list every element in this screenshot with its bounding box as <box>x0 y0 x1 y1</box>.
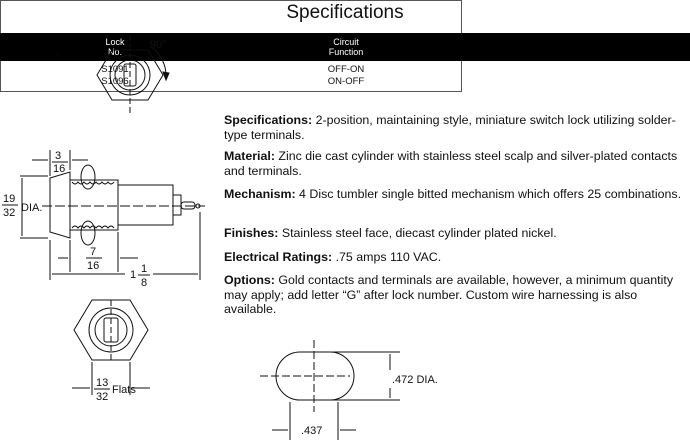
thread-numerator: 7 <box>90 246 96 258</box>
material-paragraph: Material: Zinc die cast cylinder with st… <box>224 149 684 178</box>
cam-width-label: .437 <box>301 425 322 437</box>
spec-paragraph: Specifications: 2-position, maintaining … <box>224 113 684 142</box>
face-numerator: 3 <box>55 150 61 162</box>
side-dimension-labels: 3 16 19 32 DIA. 7 16 1 1 8 <box>2 150 150 289</box>
header-text: Function <box>328 47 364 57</box>
electrical-paragraph: Electrical Ratings: .75 amps 110 VAC. <box>224 250 684 265</box>
lock-number: S1091 <box>101 64 129 75</box>
para-label: Options: <box>224 273 275 287</box>
rotation-label: 90° <box>150 39 167 51</box>
side-view <box>20 55 205 280</box>
para-text: Stainless steel face, diecast cylinder p… <box>278 226 557 240</box>
para-text: 2-position, maintaining style, miniature… <box>224 113 676 142</box>
dia-denominator: 32 <box>3 207 15 219</box>
para-label: Specifications: <box>224 113 313 127</box>
para-label: Material: <box>224 149 275 163</box>
header-text: Circuit <box>333 37 359 47</box>
length-denominator: 8 <box>141 277 147 289</box>
table-title: Specifications <box>286 2 404 23</box>
para-label: Electrical Ratings: <box>224 250 333 264</box>
face-denominator: 16 <box>53 163 65 175</box>
top-view-hex: 90° <box>96 35 170 115</box>
para-text: .75 amps 110 VAC. <box>332 250 442 264</box>
flats-label: Flats <box>112 384 136 396</box>
finishes-paragraph: Finishes: Stainless steel face, diecast … <box>224 226 684 241</box>
dia-numerator: 19 <box>3 193 15 205</box>
para-label: Mechanism: <box>224 187 296 201</box>
header-text: No. <box>107 47 122 57</box>
circuit-function: ON-OFF <box>327 76 365 87</box>
flats-numerator: 13 <box>96 377 108 389</box>
front-view-hex <box>72 299 150 395</box>
length-numerator: 1 <box>141 263 147 275</box>
para-text: Gold contacts and terminals are availabl… <box>224 273 674 316</box>
flats-denominator: 32 <box>96 391 108 403</box>
lock-number: S1096 <box>101 76 129 87</box>
circuit-function: OFF-ON <box>327 64 365 75</box>
para-text: Zinc die cast cylinder with stainless st… <box>224 149 678 178</box>
cam-dia-label: .472 DIA. <box>392 374 438 386</box>
table-row: S1096 ON-OFF <box>0 76 690 88</box>
dia-label: DIA. <box>21 202 42 214</box>
table-row: S1091 OFF-ON <box>0 64 690 76</box>
flats-dimension: 13 32 Flats <box>94 377 136 403</box>
mechanism-paragraph: Mechanism: 4 Disc tumbler single bitted … <box>224 187 684 202</box>
para-text: 4 Disc tumbler single bitted mechanism w… <box>295 187 682 201</box>
thread-denominator: 16 <box>87 260 99 272</box>
length-whole: 1 <box>130 269 136 281</box>
header-text: Lock <box>105 37 125 47</box>
options-paragraph: Options: Gold contacts and terminals are… <box>224 273 684 317</box>
cam-view <box>260 340 400 440</box>
para-label: Finishes: <box>224 226 279 240</box>
